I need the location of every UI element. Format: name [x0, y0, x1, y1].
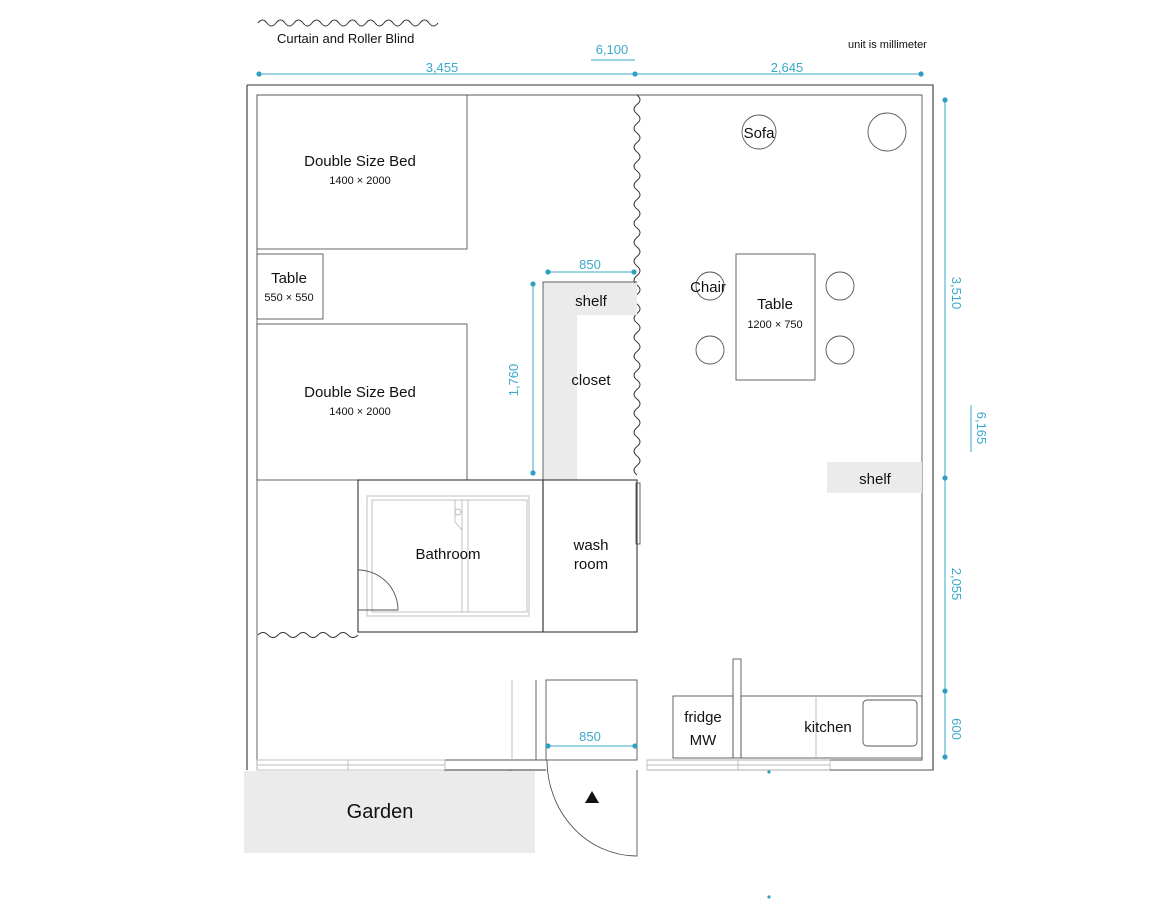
wash-room-line1: wash	[572, 537, 608, 554]
curtain-lower	[257, 632, 359, 638]
dim-closet-width: 850	[579, 257, 601, 272]
wash-room: wash room	[542, 479, 641, 633]
curtain-legend-symbol	[257, 19, 439, 27]
dim-middle-depth: 2,055	[949, 568, 964, 601]
dim-left-width: 3,455	[426, 60, 459, 75]
dining-table-title: Table	[757, 296, 793, 313]
bathroom: Bathroom	[357, 479, 544, 633]
dim-right-width: 2,645	[771, 60, 804, 75]
dining-table-size: 1200 × 750	[747, 319, 802, 331]
wash-room-line2: room	[574, 556, 608, 573]
closet-label: closet	[571, 372, 611, 389]
garden-label: Garden	[347, 801, 414, 823]
fridge-line2: MW	[690, 732, 717, 749]
right-shelf-label: shelf	[859, 471, 892, 488]
bed1-title: Double Size Bed	[304, 153, 416, 170]
closet-shelf-label: shelf	[575, 293, 608, 310]
dim-lower-depth: 600	[949, 718, 964, 740]
chair-label: Chair	[690, 279, 726, 296]
bed2-title: Double Size Bed	[304, 384, 416, 401]
dim-upper-depth: 3,510	[949, 277, 964, 310]
right-shelf: shelf	[827, 462, 922, 493]
side-table-title: Table	[271, 270, 307, 287]
outer-walls	[246, 84, 934, 774]
top-dimension: 6,100 3,455 2,645	[256, 42, 924, 77]
right-dimension: 3,510 6,165 2,055 600	[942, 97, 989, 760]
dining-set: Chair Table 1200 × 750	[690, 253, 855, 381]
side-table-size: 550 × 550	[264, 292, 313, 304]
garden: Garden	[244, 771, 535, 853]
closet: 850 1,760 shelf closet	[506, 257, 637, 481]
kitchen-label: kitchen	[804, 719, 852, 736]
sofa: Sofa	[741, 112, 907, 152]
sofa-label: Sofa	[744, 125, 776, 142]
kitchen: fridge MW kitchen	[672, 658, 923, 899]
double-bed-upper: Double Size Bed 1400 × 2000	[256, 94, 468, 250]
dim-total-depth: 6,165	[974, 412, 989, 445]
side-table: Table 550 × 550	[256, 253, 324, 320]
curtain-legend-label: Curtain and Roller Blind	[277, 31, 414, 46]
bed1-size: 1400 × 2000	[329, 175, 390, 187]
bathroom-label: Bathroom	[415, 546, 480, 563]
entrance-arrow	[585, 791, 599, 803]
fridge-line1: fridge	[684, 709, 722, 726]
dim-door-width: 850	[579, 729, 601, 744]
dim-closet-depth: 1,760	[506, 364, 521, 397]
double-bed-lower: Double Size Bed 1400 × 2000	[256, 323, 468, 481]
bed2-size: 1400 × 2000	[329, 406, 390, 418]
entrance: 850	[545, 679, 638, 857]
unit-note: unit is millimeter	[848, 39, 927, 51]
dim-total-width: 6,100	[596, 42, 629, 57]
